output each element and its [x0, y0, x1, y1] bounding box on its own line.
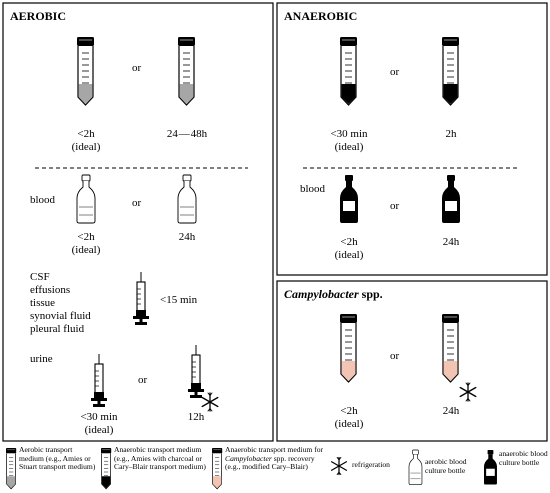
anaerobic-tube-icon — [441, 36, 460, 106]
anaerobic-tube-left-note: (ideal) — [334, 141, 364, 153]
campylobacter-tube-icon — [339, 313, 358, 383]
legend-aerobic-tube-icon — [5, 447, 17, 490]
aerobic-bottle-icon — [177, 174, 197, 224]
campylobacter-title: Campylobacter spp. — [284, 287, 383, 301]
anaerobic-or-label: or — [390, 66, 400, 78]
specimen-item: tissue — [30, 297, 56, 309]
anaerobic-tube-icon — [339, 36, 358, 106]
legend-aerobic-medium: Aerobic transport medium (e.g., Amies or… — [19, 445, 96, 472]
anaerobic-title: ANAEROBIC — [284, 9, 358, 23]
aerobic-title: AEROBIC — [10, 9, 67, 23]
legend-anaerobic-bottle: anaerobic blood culture bottle — [499, 449, 548, 467]
anaerobic-panel — [276, 2, 548, 276]
campylobacter-tube-icon — [441, 313, 460, 383]
urine-label: urine — [30, 353, 53, 365]
urine-left-note: (ideal) — [84, 424, 114, 436]
legend-snowflake-icon — [330, 456, 348, 476]
specimen-item: pleural fluid — [30, 323, 85, 335]
legend-aerobic-bottle-icon — [408, 449, 423, 485]
snowflake-icon — [201, 392, 219, 412]
anaerobic-bottle-icon — [442, 175, 460, 223]
anaerobic-bottle-right-time: 24h — [442, 236, 460, 248]
aerobic-bottle-icon — [76, 174, 96, 224]
campylobacter-panel — [276, 280, 548, 442]
legend-anaerobic-bottle-icon — [484, 450, 497, 485]
aerobic-bottle-left-note: (ideal) — [71, 244, 101, 256]
legend-anaerobic-tube-icon — [100, 447, 112, 490]
aerobic-tube-left-note: (ideal) — [71, 141, 101, 153]
legend-campylobacter-medium: Anaerobic transport medium for Campyloba… — [225, 445, 324, 472]
legend-aerobic-bottle: aerobic blood culture bottle — [425, 457, 467, 475]
aerobic-tube-left-time: <2h — [77, 128, 95, 140]
aerobic-bottle-left-time: <2h — [77, 231, 95, 243]
anaerobic-tube-right-time: 2h — [445, 128, 457, 140]
anaerobic-bottle-icon — [340, 175, 358, 223]
campylobacter-or-label: or — [390, 350, 400, 362]
urine-right-time: 12h — [187, 411, 205, 423]
campylobacter-tube-left-note: (ideal) — [334, 418, 364, 430]
anaerobic-blood-label: blood — [300, 183, 326, 195]
anaerobic-bottle-or-label: or — [390, 200, 400, 212]
anaerobic-bottle-left-time: <2h — [340, 236, 358, 248]
anaerobic-tube-left-time: <30 min — [330, 128, 368, 140]
syringe-icon — [187, 344, 205, 399]
specimen-item: synovial fluid — [30, 310, 91, 322]
aerobic-bottle-or-label: or — [132, 197, 142, 209]
specimen-item: CSF — [30, 271, 50, 283]
syringe-icon — [90, 353, 108, 408]
aerobic-panel — [2, 2, 274, 442]
specimen-item: effusions — [30, 284, 71, 296]
anaerobic-bottle-left-note: (ideal) — [334, 249, 364, 261]
legend-refrigeration: refrigeration — [352, 460, 390, 469]
aerobic-tube-icon — [177, 36, 196, 106]
aerobic-bottle-right-time: 24h — [178, 231, 196, 243]
aerobic-or-label: or — [132, 62, 142, 74]
urine-or-label: or — [138, 374, 148, 386]
campylobacter-tube-right-time: 24h — [442, 405, 460, 417]
legend-campylobacter-tube-icon — [211, 447, 223, 490]
syringe-icon — [132, 271, 150, 326]
aerobic-blood-label: blood — [30, 194, 56, 206]
legend-anaerobic-medium: Anaerobic transport medium (e.g., Amies … — [114, 445, 206, 472]
snowflake-icon — [459, 382, 477, 402]
urine-left-time: <30 min — [80, 411, 118, 423]
syringe-time-label: <15 min — [160, 294, 198, 306]
aerobic-tube-right-time: 24 — 48h — [166, 128, 208, 140]
aerobic-tube-icon — [76, 36, 95, 106]
campylobacter-tube-left-time: <2h — [340, 405, 358, 417]
